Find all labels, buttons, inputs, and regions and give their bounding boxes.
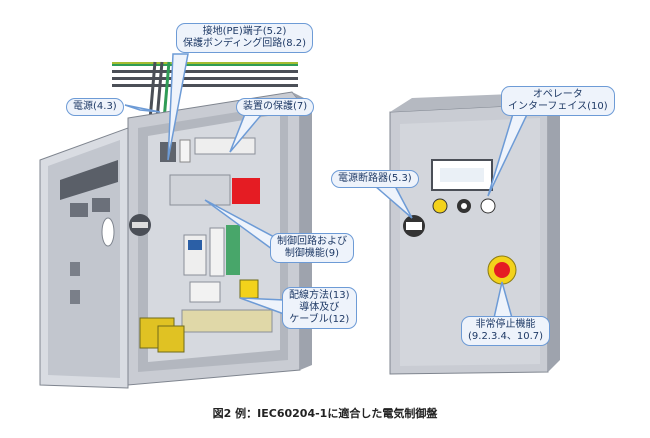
callout-wiring-line1: 配線方法(13) bbox=[289, 290, 350, 301]
callout-operator-interface: オペレータ インターフェイス(10) bbox=[501, 86, 615, 116]
callout-estop-line2: (9.2.3.4、10.7) bbox=[468, 331, 544, 342]
callout-pe-line1: 接地(PE)端子(5.2) bbox=[202, 26, 287, 37]
callout-equipment-protection: 装置の保護(7) bbox=[236, 98, 315, 116]
callout-pe-terminal: 接地(PE)端子(5.2) 保護ボンディング回路(8.2) bbox=[176, 23, 314, 53]
callout-wiring-line2: 導体及び bbox=[299, 302, 340, 313]
callout-control-line2: 制御機能(9) bbox=[284, 248, 340, 259]
callout-wiring-line3: ケーブル(12) bbox=[289, 314, 350, 325]
callout-disconnect-text: 電源断路器(5.3) bbox=[338, 173, 412, 184]
callout-control-line1: 制御回路および bbox=[277, 236, 347, 247]
callout-equipment-protection-text: 装置の保護(7) bbox=[243, 101, 308, 112]
overhead-busbars bbox=[112, 61, 298, 121]
figure-caption: 図2 例：IEC60204-1に適合した電気制御盤 bbox=[212, 407, 438, 420]
callout-control-circuit: 制御回路および 制御機能(9) bbox=[270, 233, 354, 263]
callout-wiring: 配線方法(13) 導体及び ケーブル(12) bbox=[282, 287, 357, 329]
callout-emergency-stop: 非常停止機能 (9.2.3.4、10.7) bbox=[461, 316, 551, 346]
callout-operator-line2: インターフェイス(10) bbox=[508, 101, 608, 112]
callout-power: 電源(4.3) bbox=[66, 98, 124, 116]
open-door bbox=[39, 127, 129, 389]
callout-operator-line1: オペレータ bbox=[532, 89, 583, 100]
callout-pe-line2: 保護ボンディング回路(8.2) bbox=[183, 38, 307, 49]
callout-disconnect: 電源断路器(5.3) bbox=[331, 170, 419, 188]
callout-estop-line1: 非常停止機能 bbox=[475, 319, 536, 330]
callout-power-text: 電源(4.3) bbox=[73, 101, 117, 112]
